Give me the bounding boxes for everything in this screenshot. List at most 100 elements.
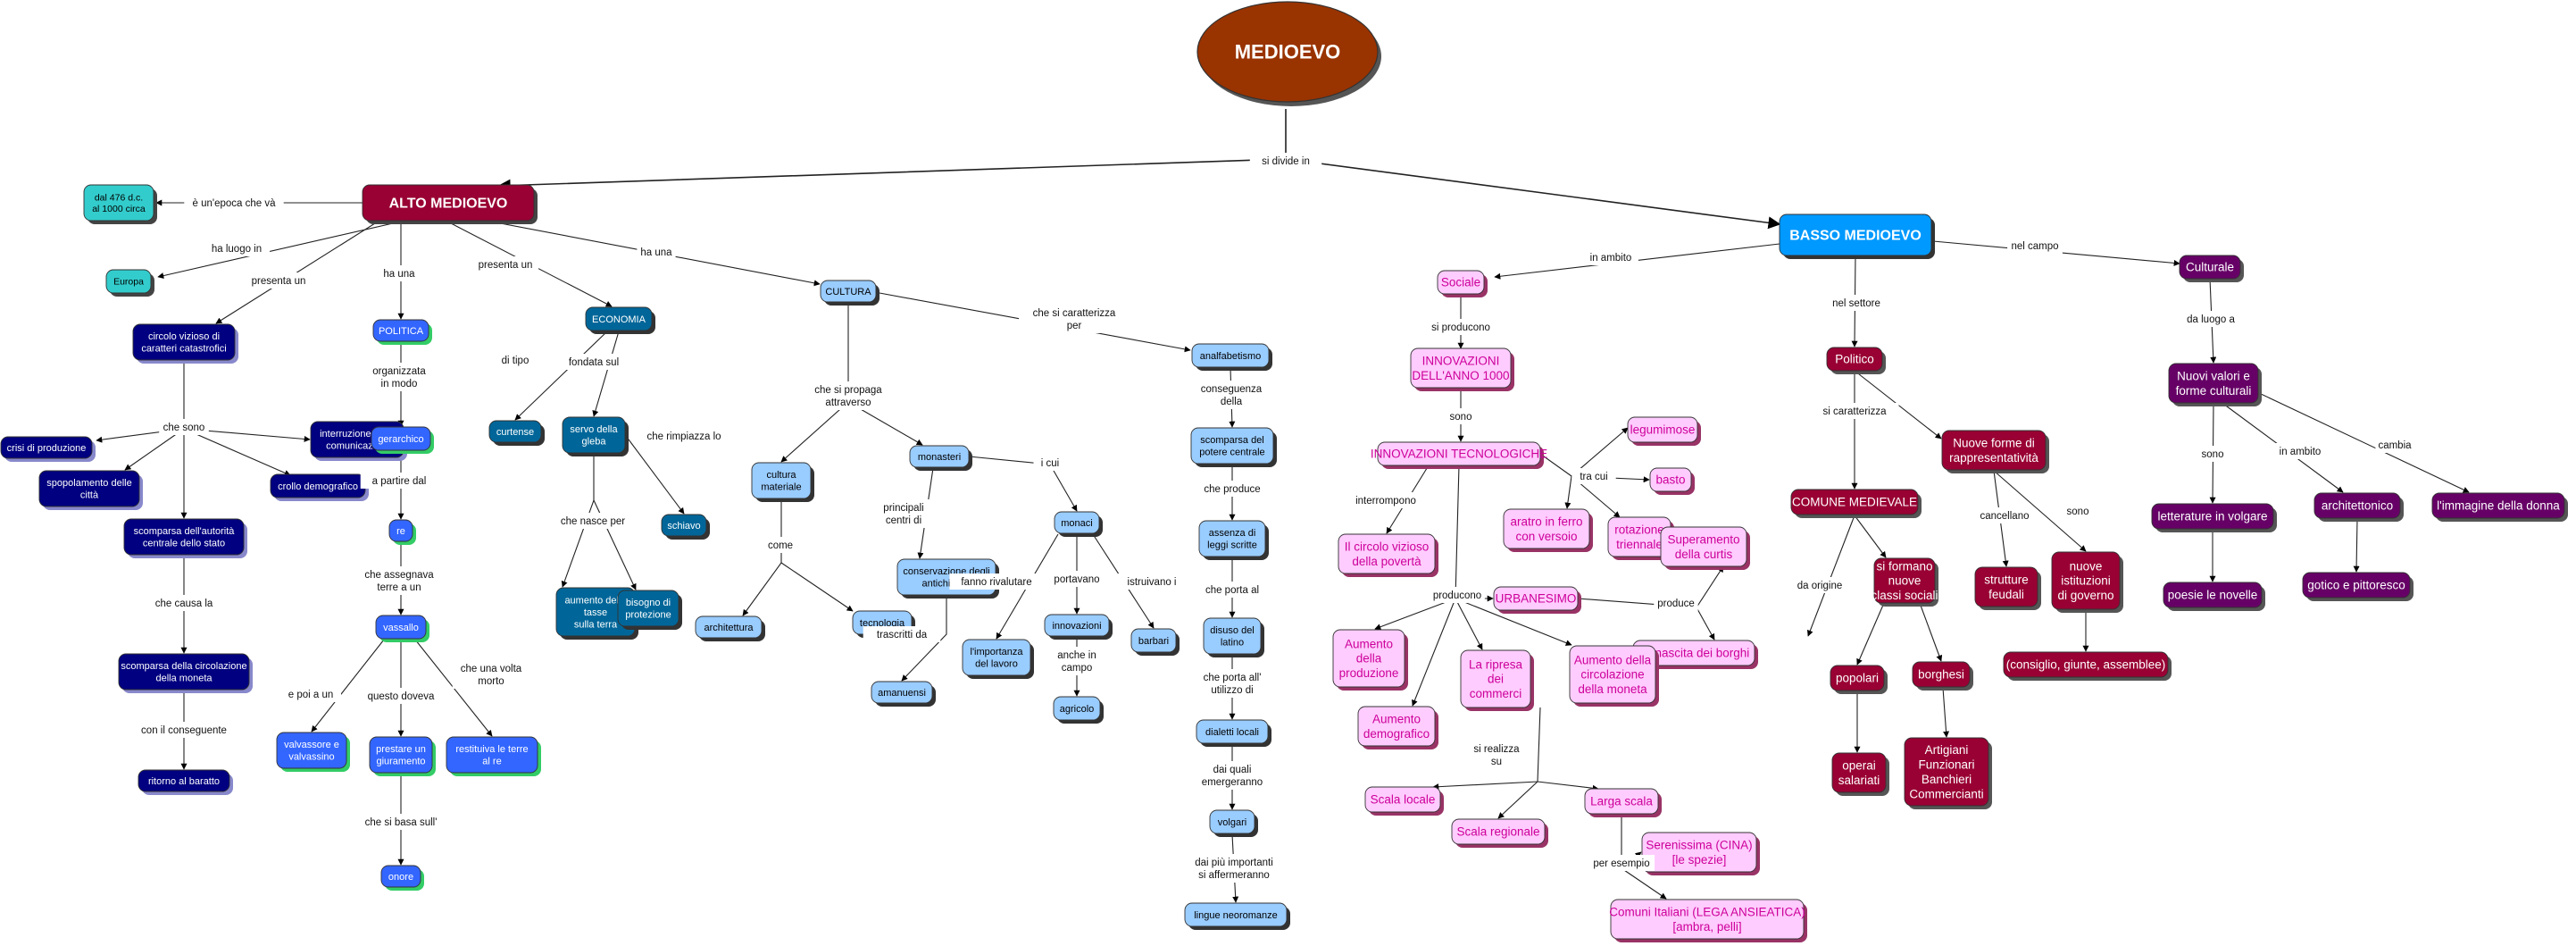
node-shape — [132, 323, 236, 361]
connector-arrow — [311, 639, 385, 733]
node-text: La nascita dei borghi — [1638, 647, 1750, 660]
link-text: conseguenza — [1201, 384, 1263, 395]
node-shape — [1831, 752, 1887, 793]
node-text: della povertà — [1352, 555, 1421, 568]
node-text: ECONOMIA — [592, 314, 646, 325]
link-text: da origine — [1797, 581, 1843, 591]
label-bg — [379, 265, 419, 281]
node-text: BASSO MEDIOEVO — [1789, 229, 1922, 244]
node-onore: onore — [380, 865, 424, 891]
link-text: che una volta — [461, 664, 522, 674]
connector-arrow — [1696, 607, 1715, 640]
node-shape — [962, 639, 1031, 676]
label-bg — [1115, 573, 1188, 590]
node-text: tasse — [584, 607, 607, 618]
node-text: CULTURA — [825, 287, 871, 297]
node-text: di governo — [2057, 589, 2113, 602]
node-text: città — [80, 490, 99, 501]
link-text: trascritti da — [877, 630, 928, 640]
node-schiavo: schiavo — [661, 514, 710, 540]
label-bg — [2063, 503, 2092, 519]
node-text: legumimose — [1630, 423, 1696, 437]
node-text: giuramento — [376, 757, 425, 767]
label-bg — [1249, 153, 1322, 169]
node-alto: ALTO MEDIOEVO — [362, 184, 538, 224]
link-text: si affermeranno — [1198, 870, 1270, 881]
connector-arrow — [1497, 781, 1538, 819]
node-innov-tec: INNOVAZIONI TECNOLOGICHE — [1371, 441, 1547, 469]
node-text: INNOVAZIONI — [1422, 354, 1500, 367]
node-text: nuove — [2070, 559, 2103, 573]
node-text: monaci — [1061, 518, 1092, 529]
label-bg — [863, 626, 941, 642]
connector-arrow — [780, 562, 854, 612]
link-label-epoca-va: è un'epoca che và — [184, 195, 284, 211]
node-shape — [617, 590, 679, 627]
label-bg — [1974, 507, 2035, 523]
node-text: scomparsa della circolazione — [121, 661, 246, 672]
link-label-porta-al: che porta al — [1196, 582, 1269, 598]
node-shape — [123, 518, 245, 556]
node-text: Politico — [1835, 353, 1874, 366]
link-text: campo — [1062, 663, 1093, 674]
label-bg — [147, 595, 221, 611]
node-shape — [2151, 503, 2274, 530]
node-shape — [1357, 706, 1436, 747]
link-label-fondata: fondata sul — [560, 354, 628, 370]
node-shape — [1377, 441, 1541, 466]
node-volgari: volgari — [1209, 809, 1258, 837]
link-text: sono — [1450, 412, 1472, 423]
link-text: come — [768, 540, 793, 551]
node-text: Culturale — [2186, 261, 2234, 274]
node-shape — [2179, 255, 2241, 280]
node-shape — [1338, 533, 1436, 574]
link-label-sono3: sono — [2198, 446, 2227, 462]
node-borghesi: borghesi — [1912, 661, 1973, 691]
label-bg — [806, 381, 890, 410]
node-text: strutture — [1984, 573, 2029, 586]
link-text: sono — [2067, 506, 2089, 517]
connector-arrow — [1993, 470, 2087, 552]
node-text: Europa — [113, 277, 144, 288]
node-urbanesimo: URBANESIMO — [1493, 586, 1581, 614]
link-text: organizzata — [372, 366, 426, 377]
node-text: bisogno di — [626, 598, 671, 608]
link-label-si-divide: si divide in — [1249, 153, 1322, 169]
node-text: agricolo — [1060, 704, 1095, 715]
link-label-producono2: producono — [1430, 587, 1485, 603]
label-bg — [362, 688, 440, 704]
connector-arrow — [2258, 392, 2470, 493]
label-bg — [2180, 311, 2241, 327]
link-text: che si propaga — [814, 385, 882, 396]
node-text: poesie le novelle — [2168, 589, 2258, 602]
label-bg — [1190, 669, 1274, 698]
link-text: per esempio — [1593, 858, 1649, 869]
label-bg — [1196, 582, 1269, 598]
node-cultura: CULTURA — [820, 280, 880, 306]
node-circolo-pov: Il circolo vizioso della povertà — [1338, 533, 1438, 577]
label-bg — [560, 354, 628, 370]
link-label-nasce: che nasce per — [554, 513, 632, 529]
link-text: che causa la — [155, 599, 213, 609]
link-text: questo doveva — [368, 691, 435, 702]
label-bg — [493, 352, 538, 368]
node-text: Il circolo vizioso — [1345, 540, 1430, 553]
node-text: Nuove forme di — [1953, 436, 2035, 449]
label-bg — [1430, 587, 1485, 603]
node-text: DELL'ANNO 1000 — [1412, 369, 1509, 382]
link-text: istruivano i — [1128, 577, 1177, 588]
node-shape — [820, 280, 877, 303]
node-shape — [371, 426, 431, 451]
label-bg — [2272, 443, 2328, 459]
link-label-conseguente: con il conseguente — [131, 722, 237, 738]
node-text: del lavoro — [975, 659, 1018, 670]
node-shape — [38, 470, 140, 507]
node-shape — [1660, 526, 1747, 567]
